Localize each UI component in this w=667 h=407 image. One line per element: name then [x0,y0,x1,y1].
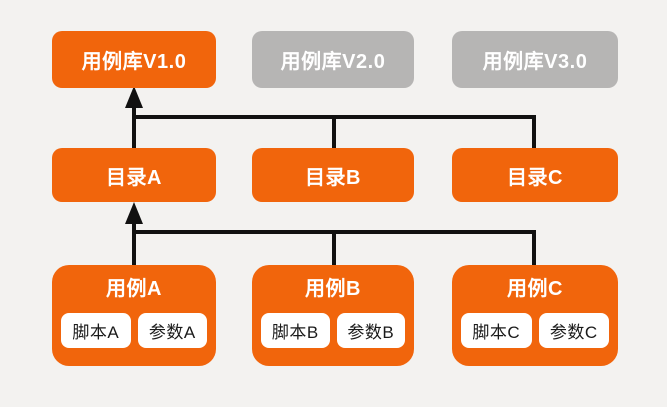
subnode-params-c: 参数C [538,313,609,348]
node-case-c: 用例C 脚本C 参数C [452,265,618,366]
node-catalog-c: 目录C [452,148,618,202]
subnode-params-c-label: 参数C [549,323,598,342]
arrowhead-up-library-icon [125,86,143,108]
subnode-params-b-label: 参数B [347,323,395,342]
node-library-v2: 用例库V2.0 [252,31,414,88]
node-case-a: 用例A 脚本A 参数A [52,265,216,366]
connector-cases-to-catalog [125,202,536,267]
subnode-script-a: 脚本A [61,313,131,348]
subnode-script-b-label: 脚本B [271,323,319,342]
subnode-params-b: 参数B [336,313,405,348]
node-case-b: 用例B 脚本B 参数B [252,265,414,366]
node-catalog-a-label: 目录A [106,166,162,189]
subnode-script-c-label: 脚本C [472,323,521,342]
node-library-v3-label: 用例库V3.0 [482,51,588,73]
node-library-v2-label: 用例库V2.0 [280,51,386,73]
node-library-v1-label: 用例库V1.0 [81,51,187,73]
node-case-b-label: 用例B [305,278,361,300]
node-catalog-c-label: 目录C [507,166,563,189]
node-case-a-label: 用例A [106,278,162,300]
connector-catalogs-to-library [125,86,536,150]
case-b-children: 脚本B 参数B [261,313,405,348]
node-library-v3: 用例库V3.0 [452,31,618,88]
case-a-children: 脚本A 参数A [61,313,207,348]
subnode-script-b: 脚本B [261,313,330,348]
subnode-params-a-label: 参数A [148,323,196,342]
subnode-script-a-label: 脚本A [72,323,120,342]
node-catalog-b: 目录B [252,148,414,202]
node-catalog-a: 目录A [52,148,216,202]
subnode-script-c: 脚本C [461,313,532,348]
node-library-v1: 用例库V1.0 [52,31,216,88]
node-case-c-label: 用例C [507,278,563,300]
node-catalog-b-label: 目录B [305,166,361,189]
case-c-children: 脚本C 参数C [461,313,609,348]
arrowhead-up-catalog-icon [125,202,143,224]
subnode-params-a: 参数A [137,313,207,348]
